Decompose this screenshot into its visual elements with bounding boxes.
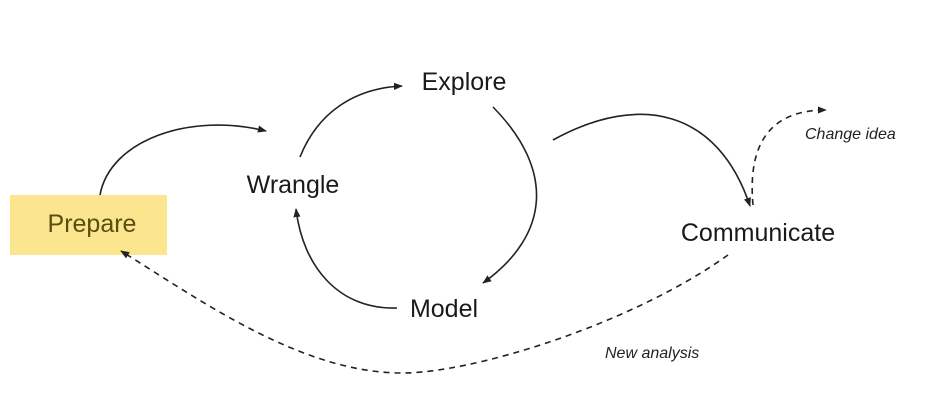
arrow-explore-to-model (482, 106, 538, 284)
arrow-communicate-to-prepare (120, 250, 729, 374)
prepare-highlight-box (10, 195, 167, 255)
node-wrangle: Wrangle (247, 171, 340, 199)
node-explore: Explore (422, 68, 507, 96)
arrow-prepare-to-wrangle (99, 124, 267, 196)
arrow-wrangle-to-explore (299, 82, 403, 158)
arrow-communicate-to-change-idea (751, 106, 827, 206)
arrow-model-to-wrangle (293, 208, 398, 309)
label-change-idea: Change idea (805, 126, 896, 143)
node-model: Model (410, 295, 478, 323)
node-prepare: Prepare (48, 210, 137, 238)
arrow-to-communicate (552, 113, 751, 207)
label-new-analysis: New analysis (605, 345, 699, 362)
node-communicate: Communicate (681, 219, 835, 247)
